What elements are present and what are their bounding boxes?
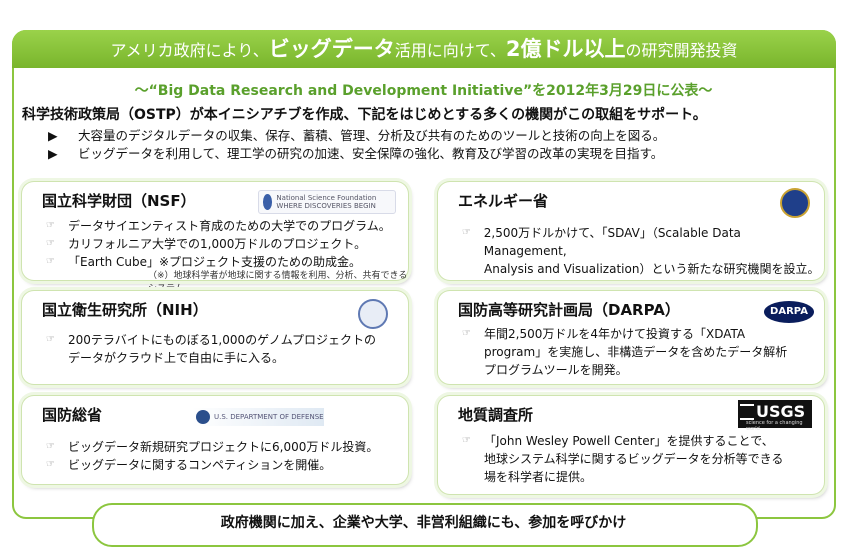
usgs-wave-icon: [740, 404, 754, 420]
hand-pointer-icon: ☞: [46, 256, 55, 267]
agency-card-nih: 国立衛生研究所（NIH） ☞ 200テラバイトにものぼる1,000のゲノムプロジェ…: [22, 291, 408, 384]
doe-seal-icon: [780, 188, 810, 218]
usgs-logo-text: USGS: [756, 402, 806, 421]
list-item: ☞ ビッグデータに関するコンペティションを開催。: [46, 456, 378, 474]
list-item: ☞ データサイエンティスト育成のための大学でのプログラム。: [46, 217, 391, 235]
agency-card-dod: 国防総省 U.S. DEPARTMENT OF DEFENSE ☞ ビッグデータ新…: [22, 396, 408, 484]
bullet-text: 大容量のデジタルデータの収集、保存、蓄積、管理、分析及び共有のためのツールと技術…: [78, 128, 666, 143]
banner-highlight-amount: 2億ドル以上: [505, 37, 626, 61]
indent-spacer: [462, 361, 484, 379]
item-text: 地球システム科学に関するビッグデータを分析等できる: [484, 452, 784, 466]
usgs-logo: USGS science for a changing world: [738, 400, 812, 432]
eagle-seal-icon: [196, 410, 210, 424]
banner-suffix: の研究開発投資: [625, 41, 738, 60]
agency-items: ☞ データサイエンティスト育成のための大学でのプログラム。 ☞ カリフォルニア大学で…: [46, 217, 391, 271]
indent-spacer: [462, 260, 484, 278]
lead-text: 科学技術政策局（OSTP）が本イニシアチブを作成、下記をはじめとする多くの機関が…: [22, 107, 707, 123]
footer-cloud: [92, 503, 758, 547]
hand-pointer-icon: ☞: [462, 227, 471, 238]
hand-pointer-icon: ☞: [46, 441, 55, 452]
list-item: ☞ 年間2,500万ドルを4年かけて投資する「XDATA: [462, 325, 787, 343]
agency-items: ☞ 「John Wesley Powell Center」を提供することで、 地球…: [462, 432, 783, 486]
globe-icon: [263, 194, 273, 210]
dod-logo: U.S. DEPARTMENT OF DEFENSE: [192, 408, 324, 426]
hand-pointer-icon: ☞: [46, 459, 55, 470]
item-text: program」を実施し、非構造データを含めたデータ解析: [484, 345, 788, 359]
item-text: 2,500万ドルかけて、「SDAV」（Scalable Data Managem…: [483, 226, 741, 258]
bullet-text: ビッグデータを利用して、理工学の研究の加速、安全保障の強化、教育及び学習の改革の…: [78, 146, 664, 161]
nih-seal-icon: [358, 299, 388, 329]
banner-middle: 活用に向けて、: [394, 41, 506, 60]
list-item: ☞ 「Earth Cube」※プロジェクト支援のための助成金。: [46, 253, 391, 271]
list-item: ☞ 2,500万ドルかけて、「SDAV」（Scalable Data Manage…: [462, 224, 824, 260]
triangle-icon: ▶: [48, 146, 58, 161]
bullet-item: ▶ ビッグデータを利用して、理工学の研究の加速、安全保障の強化、教育及び学習の改…: [48, 145, 665, 163]
hand-pointer-icon: ☞: [462, 435, 471, 446]
item-text: 「John Wesley Powell Center」を提供することで、: [484, 434, 774, 448]
item-text: ビッグデータ新規研究プロジェクトに6,000万ドル投資。: [68, 440, 379, 454]
agency-title: 国防高等研究計画局（DARPA）: [458, 301, 680, 319]
indent-spacer: [462, 450, 484, 468]
item-text: Analysis and Visualization）という新たな研究機関を設立…: [484, 262, 820, 276]
list-item: プログラムツールを開発。: [462, 361, 787, 379]
hand-pointer-icon: ☞: [46, 334, 55, 345]
agency-items: ☞ ビッグデータ新規研究プロジェクトに6,000万ドル投資。 ☞ ビッグデータに関す…: [46, 438, 378, 474]
agency-title: 地質調査所: [458, 406, 534, 424]
indent-spacer: [462, 343, 484, 361]
hand-pointer-icon: ☞: [462, 328, 471, 339]
agency-items: ☞ 年間2,500万ドルを4年かけて投資する「XDATA program」を実施し…: [462, 325, 787, 379]
list-item: 場を科学者に提供。: [462, 468, 783, 486]
banner-prefix: アメリカ政府により、: [110, 41, 269, 60]
hand-pointer-icon: ☞: [46, 238, 55, 249]
item-text: ビッグデータに関するコンペティションを開催。: [68, 458, 332, 472]
item-text: プログラムツールを開発。: [484, 363, 628, 377]
bullet-list: ▶ 大容量のデジタルデータの収集、保存、蓄積、管理、分析及び共有のためのツールと…: [48, 127, 665, 163]
agency-title: エネルギー省: [458, 192, 549, 210]
list-item: ☞ 「John Wesley Powell Center」を提供することで、: [462, 432, 783, 450]
agency-items: ☞ 200テラバイトにものぼる1,000のゲノムプロジェクトの データがクラウド上…: [46, 331, 376, 367]
list-item: ☞ カリフォルニア大学での1,000万ドルのプロジェクト。: [46, 235, 391, 253]
dod-logo-text: U.S. DEPARTMENT OF DEFENSE: [214, 413, 324, 421]
agency-card-darpa: 国防高等研究計画局（DARPA） DARPA ☞ 年間2,500万ドルを4年かけて…: [438, 291, 824, 384]
nsf-logo-text: National Science Foundation WHERE DISCOV…: [276, 194, 377, 210]
list-item: データがクラウド上で自由に手に入る。: [46, 349, 376, 367]
agency-title: 国防総省: [42, 406, 103, 424]
footer-text: 政府機関に加え、企業や大学、非営利組織にも、参加を呼びかけ: [220, 515, 627, 531]
agency-card-doe: エネルギー省 ☞ 2,500万ドルかけて、「SDAV」（Scalable Data…: [438, 182, 824, 280]
triangle-icon: ▶: [48, 128, 58, 143]
agency-items: ☞ 2,500万ドルかけて、「SDAV」（Scalable Data Manage…: [462, 224, 824, 278]
initiative-subtitle: 〜“Big Data Research and Development Init…: [134, 83, 713, 99]
item-text: カリフォルニア大学での1,000万ドルのプロジェクト。: [68, 237, 367, 251]
item-text: データがクラウド上で自由に手に入る。: [68, 351, 285, 365]
banner: アメリカ政府により、ビッグデータ活用に向けて、2億ドル以上の研究開発投資: [12, 30, 836, 68]
footnote: （※）地球科学者が地球に関する情報を利用、分析、共有できるシステム: [148, 271, 408, 294]
item-text: 200テラバイトにものぼる1,000のゲノムプロジェクトの: [68, 333, 377, 347]
agency-card-nsf: 国立科学財団（NSF） National Science Foundation …: [22, 182, 408, 294]
indent-spacer: [46, 349, 68, 367]
usgs-tagline: science for a changing world: [746, 420, 803, 432]
item-text: データサイエンティスト育成のための大学でのプログラム。: [68, 219, 391, 233]
item-text: 「Earth Cube」※プロジェクト支援のための助成金。: [68, 255, 362, 269]
darpa-logo: DARPA: [764, 301, 814, 323]
agency-card-usgs: 地質調査所 USGS science for a changing world …: [438, 396, 824, 494]
list-item: 地球システム科学に関するビッグデータを分析等できる: [462, 450, 783, 468]
list-item: ☞ ビッグデータ新規研究プロジェクトに6,000万ドル投資。: [46, 438, 378, 456]
agency-title: 国立衛生研究所（NIH）: [42, 301, 208, 319]
list-item: ☞ 200テラバイトにものぼる1,000のゲノムプロジェクトの: [46, 331, 376, 349]
list-item: Analysis and Visualization）という新たな研究機関を設立…: [462, 260, 824, 278]
indent-spacer: [462, 468, 484, 486]
banner-highlight-bigdata: ビッグデータ: [268, 37, 395, 61]
agency-title: 国立科学財団（NSF）: [42, 192, 196, 210]
item-text: 年間2,500万ドルを4年かけて投資する「XDATA: [484, 327, 746, 341]
item-text: 場を科学者に提供。: [484, 470, 593, 484]
nsf-logo: National Science Foundation WHERE DISCOV…: [258, 190, 396, 214]
bullet-item: ▶ 大容量のデジタルデータの収集、保存、蓄積、管理、分析及び共有のためのツールと…: [48, 127, 665, 145]
hand-pointer-icon: ☞: [46, 220, 55, 231]
list-item: program」を実施し、非構造データを含めたデータ解析: [462, 343, 787, 361]
